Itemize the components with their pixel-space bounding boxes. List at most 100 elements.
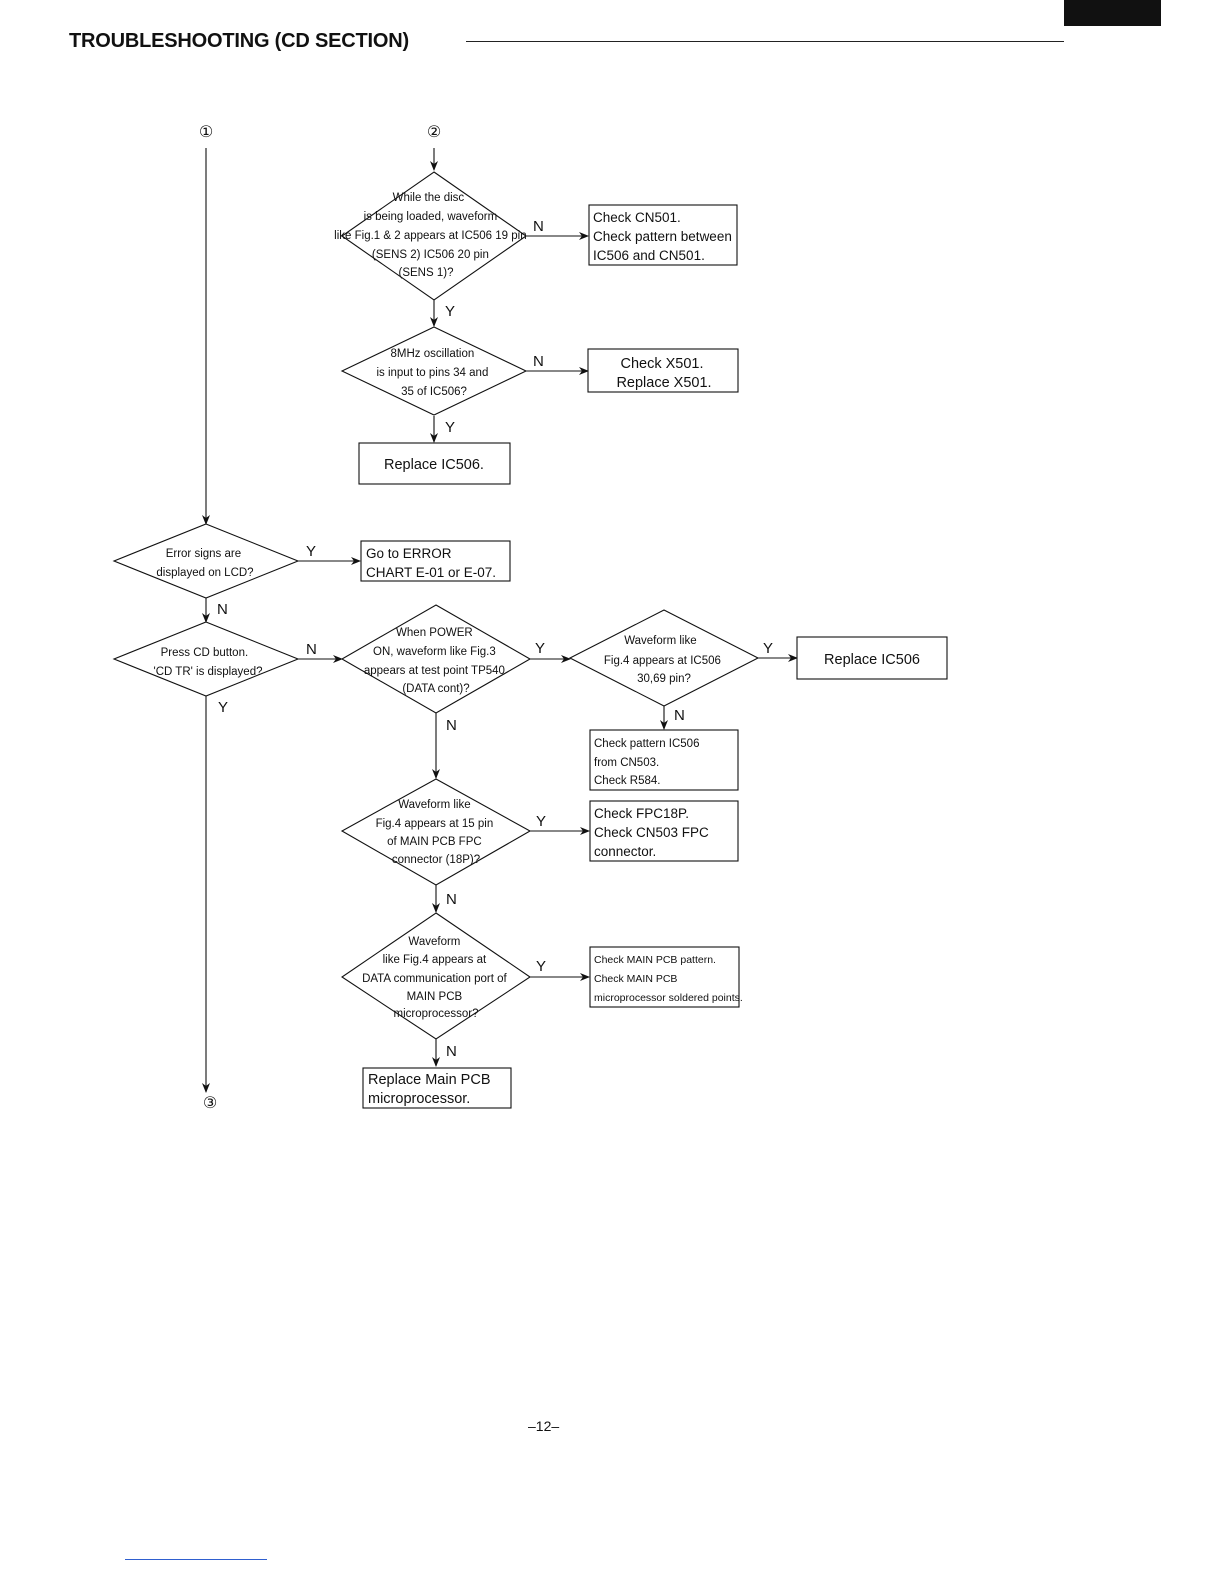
label-8mhz-no: N — [533, 353, 544, 370]
decision-fig4-data-port-line: microprocessor? — [394, 1008, 479, 1020]
decision-8mhz-line: is input to pins 34 and — [376, 367, 488, 379]
action-replace-main-pcb-text: Replace Main PCB microprocessor. — [368, 1072, 495, 1107]
decision-press-cd-line: 'CD TR' is displayed? — [154, 666, 263, 678]
footer-rule — [125, 1559, 267, 1560]
action-check-main-pcb-line: Check MAIN PCB pattern. — [594, 954, 716, 966]
label-error-signs-no: N — [217, 601, 228, 618]
action-check-x501-line: Replace X501. — [616, 375, 711, 391]
label-fig4-ic506-no: N — [674, 707, 685, 724]
label-fig4-data-port-yes: Y — [536, 958, 546, 975]
decision-error-signs-line: Error signs are — [166, 548, 241, 560]
action-texts: Check CN501. Check pattern between IC506… — [366, 210, 920, 1107]
label-fig4-ic506-yes: Y — [763, 640, 773, 657]
decision-fig4-ic506-line: Waveform like — [624, 635, 696, 647]
page-title: TROUBLESHOOTING (CD SECTION) — [69, 30, 409, 52]
action-check-x501-text: Check X501. Replace X501. — [616, 356, 711, 391]
decision-fig4-data-port-line: like Fig.4 appears at — [383, 954, 487, 966]
action-check-x501-line: Check X501. — [620, 356, 703, 372]
decision-press-cd-line: Press CD button. — [161, 647, 249, 659]
decision-fig4-data-port-line: Waveform — [408, 936, 460, 948]
action-replace-ic506-right-text: Replace IC506 — [824, 652, 920, 668]
flow-lines — [202, 148, 798, 1093]
action-check-fpc18p-text: Check FPC18P. Check CN503 FPC connector. — [594, 806, 713, 859]
decision-power-on-line: appears at test point TP540 — [364, 665, 505, 677]
action-replace-ic506-right-box — [796, 636, 948, 680]
decision-disc-loaded-text: While the disc is being loaded, waveform… — [334, 192, 530, 279]
decision-fig4-ic506-shape — [568, 609, 760, 707]
action-replace-main-pcb-line: Replace Main PCB — [368, 1072, 491, 1088]
label-error-signs-yes: Y — [306, 543, 316, 560]
decision-fig4-15pin-line: connector (18P)? — [392, 854, 480, 866]
decision-disc-loaded-line: While the disc — [393, 192, 465, 204]
action-check-cn501-line: Check CN501. — [593, 210, 681, 225]
decision-power-on-line: When POWER — [396, 627, 473, 639]
label-power-on-no: N — [446, 717, 457, 734]
action-check-cn501-line: IC506 and CN501. — [593, 248, 705, 263]
action-check-fpc18p-line: connector. — [594, 844, 656, 859]
decision-8mhz-line: 8MHz oscillation — [391, 348, 475, 360]
title-rule — [466, 41, 1064, 42]
page-number: –12– — [528, 1418, 560, 1434]
decision-press-cd-text: Press CD button. 'CD TR' is displayed? — [154, 647, 263, 678]
action-check-main-pcb-line: microprocessor soldered points. — [594, 992, 743, 1004]
branch-labels: N Y N Y Y N N Y Y N Y N Y N Y N — [217, 218, 773, 1060]
action-check-main-pcb-line: Check MAIN PCB — [594, 973, 677, 985]
decision-error-signs-shape — [112, 523, 300, 599]
action-check-pattern-ic506-line: Check R584. — [594, 775, 660, 787]
connector-1: ① — [199, 122, 213, 141]
decision-fig4-ic506-text: Waveform like Fig.4 appears at IC506 30,… — [604, 635, 724, 685]
action-check-main-pcb-box — [589, 946, 740, 1008]
label-fig4-15pin-no: N — [446, 891, 457, 908]
action-check-pattern-ic506-line: from CN503. — [594, 757, 659, 769]
decision-press-cd-shape — [112, 621, 300, 697]
decision-8mhz-shape — [340, 326, 528, 416]
action-replace-ic506-top-line: Replace IC506. — [384, 457, 484, 473]
decision-error-signs-text: Error signs are displayed on LCD? — [156, 548, 253, 579]
action-goto-error-text: Go to ERROR CHART E-01 or E-07. — [366, 546, 496, 580]
decision-disc-loaded-line: (SENS 2) IC506 20 pin — [372, 249, 489, 261]
action-replace-ic506-top-text: Replace IC506. — [384, 457, 484, 473]
action-check-pattern-ic506-line: Check pattern IC506 — [594, 738, 699, 750]
action-goto-error-line: CHART E-01 or E-07. — [366, 565, 496, 580]
decision-fig4-data-port-line: DATA communication port of — [362, 973, 507, 985]
action-goto-error-line: Go to ERROR — [366, 546, 452, 561]
decision-fig4-15pin-line: Fig.4 appears at 15 pin — [376, 818, 494, 830]
action-replace-main-pcb-line: microprocessor. — [368, 1091, 470, 1107]
decision-error-signs-line: displayed on LCD? — [156, 567, 253, 579]
connectors: ① ② ③ — [199, 122, 441, 1112]
action-check-fpc18p-box — [589, 800, 739, 862]
decision-disc-loaded-line: like Fig.1 & 2 appears at IC506 19 pin — [334, 230, 526, 242]
decision-fig4-ic506-line: 30,69 pin? — [637, 673, 691, 685]
action-check-cn501-line: Check pattern between — [593, 229, 732, 244]
action-nodes — [358, 204, 948, 1109]
label-8mhz-yes: Y — [445, 419, 455, 436]
decision-fig4-data-port-text: Waveform like Fig.4 appears at DATA comm… — [362, 936, 510, 1020]
action-goto-error-box — [360, 540, 511, 582]
decision-disc-loaded-line: is being loaded, waveform — [364, 211, 498, 223]
connector-2: ② — [427, 122, 441, 141]
decision-fig4-ic506-line: Fig.4 appears at IC506 — [604, 655, 721, 667]
action-replace-ic506-top-box — [358, 442, 511, 485]
decision-nodes — [112, 171, 760, 1040]
decision-power-on-line: ON, waveform like Fig.3 — [373, 646, 496, 658]
decision-8mhz-line: 35 of IC506? — [401, 386, 467, 398]
label-fig4-15pin-yes: Y — [536, 813, 546, 830]
action-replace-main-pcb-box — [362, 1067, 512, 1109]
action-check-cn501-text: Check CN501. Check pattern between IC506… — [593, 210, 736, 263]
action-check-fpc18p-line: Check CN503 FPC — [594, 825, 709, 840]
decision-fig4-15pin-line: of MAIN PCB FPC — [387, 836, 482, 848]
decision-power-on-text: When POWER ON, waveform like Fig.3 appea… — [364, 627, 508, 695]
action-check-pattern-ic506-text: Check pattern IC506 from CN503. Check R5… — [594, 738, 703, 787]
label-disc-loaded-no: N — [533, 218, 544, 235]
action-check-x501-box — [587, 348, 739, 393]
decision-fig4-15pin-shape — [340, 778, 532, 886]
action-check-pattern-ic506-box — [589, 729, 739, 791]
label-press-cd-yes: Y — [218, 699, 228, 716]
label-fig4-data-port-no: N — [446, 1043, 457, 1060]
action-check-main-pcb-text: Check MAIN PCB pattern. Check MAIN PCB m… — [594, 954, 743, 1004]
decision-8mhz-text: 8MHz oscillation is input to pins 34 and… — [376, 348, 491, 398]
decision-texts: While the disc is being loaded, waveform… — [154, 192, 724, 1020]
action-replace-ic506-right-line: Replace IC506 — [824, 652, 920, 668]
header-black-tab — [1064, 0, 1161, 26]
